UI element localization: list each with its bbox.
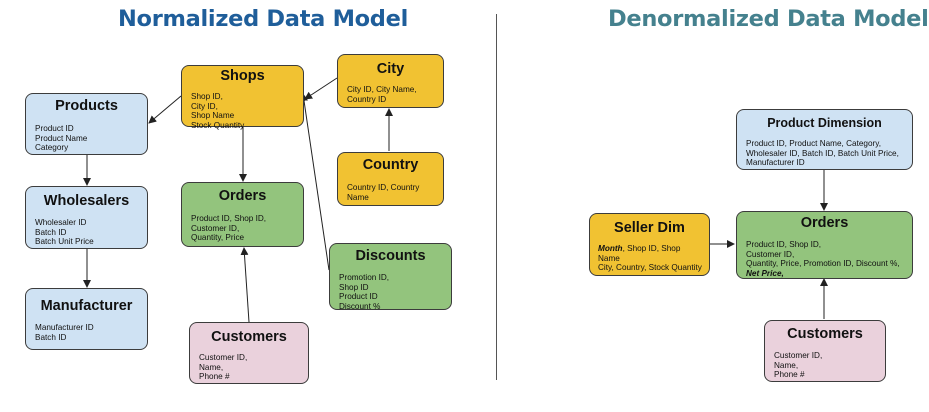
entity-title: Wholesalers [43,193,130,209]
entity-title: Manufacturer [40,298,133,314]
orders-entity: Orders Product ID, Shop ID, Customer ID,… [181,182,304,247]
net-price-field: Net Price, [746,268,784,278]
customers-entity: Customers Customer ID, Name, Phone # [189,322,309,384]
seller-field-line2: Name [598,253,620,263]
entity-fields: Wholesaler ID Batch ID Batch Unit Price [35,218,94,247]
entity-title: Seller Dim [614,220,685,236]
entity-fields: City ID, City Name, Country ID [347,85,417,104]
arrow-customers-to-orders [240,247,250,323]
customers-denorm-entity: Customers Customer ID, Name, Phone # [764,320,886,382]
entity-title: Shops [220,68,265,84]
country-entity: Country Country ID, Country Name [337,152,444,206]
entity-fields: Product ID, Shop ID, Customer ID, Quanti… [746,240,900,278]
manufacturer-entity: Manufacturer Manufacturer ID Batch ID [25,288,148,350]
entity-title: City [376,61,405,77]
entity-fields: Product ID Product Name Category [35,124,88,153]
shops-entity: Shops Shop ID, City ID, Shop Name Stock … [181,65,304,130]
entity-title: Discounts [355,248,426,264]
entity-fields: Manufacturer ID Batch ID [35,323,94,342]
arrow-shops-to-products [148,95,182,124]
seller-field-line1: , Shop ID, Shop [622,244,681,253]
entity-fields: Shop ID, City ID, Shop Name Stock Quanti… [191,92,245,130]
entity-fields: Country ID, Country Name [347,183,420,202]
entity-title: Product Dimension [767,116,882,130]
entity-fields: Product ID, Shop ID, Customer ID, Quanti… [191,214,267,243]
orders-fields: Product ID, Shop ID, Customer ID, Quanti… [746,240,900,269]
city-entity: City City ID, City Name, Country ID [337,54,444,108]
entity-fields: Customer ID, Name, Phone # [199,353,248,382]
entity-title: Country [362,157,419,173]
arrow-discounts-to-shops [300,93,330,271]
discounts-entity: Discounts Promotion ID, Shop ID Product … [329,243,452,311]
entity-title: Products [55,98,118,114]
entity-title: Orders [800,215,849,231]
product-dimension-entity: Product Dimension Product ID, Product Na… [736,109,913,170]
products-entity: Products Product ID Product Name Categor… [25,93,148,155]
normalized-model-title: Normalized Data Model [118,6,408,32]
entity-title: Customers [211,329,287,345]
entity-title: Customers [787,326,863,342]
wholesalers-entity: Wholesalers Wholesaler ID Batch ID Batch… [25,186,148,249]
section-divider [496,14,497,380]
seller-field-line3: City, Country, Stock Quantity [598,263,702,273]
entity-fields: Product ID, Product Name, Category, Whol… [746,139,899,168]
entity-title: Orders [218,188,267,204]
entity-fields: Customer ID, Name, Phone # [774,351,823,380]
denormalized-model-title: Denormalized Data Model [608,6,929,32]
entity-fields: Promotion ID, Shop ID Product ID Discoun… [339,273,390,311]
arrow-city-to-shops [304,77,338,100]
month-field: Month [598,244,623,253]
orders-fact-entity: Orders Product ID, Shop ID, Customer ID,… [736,211,913,279]
